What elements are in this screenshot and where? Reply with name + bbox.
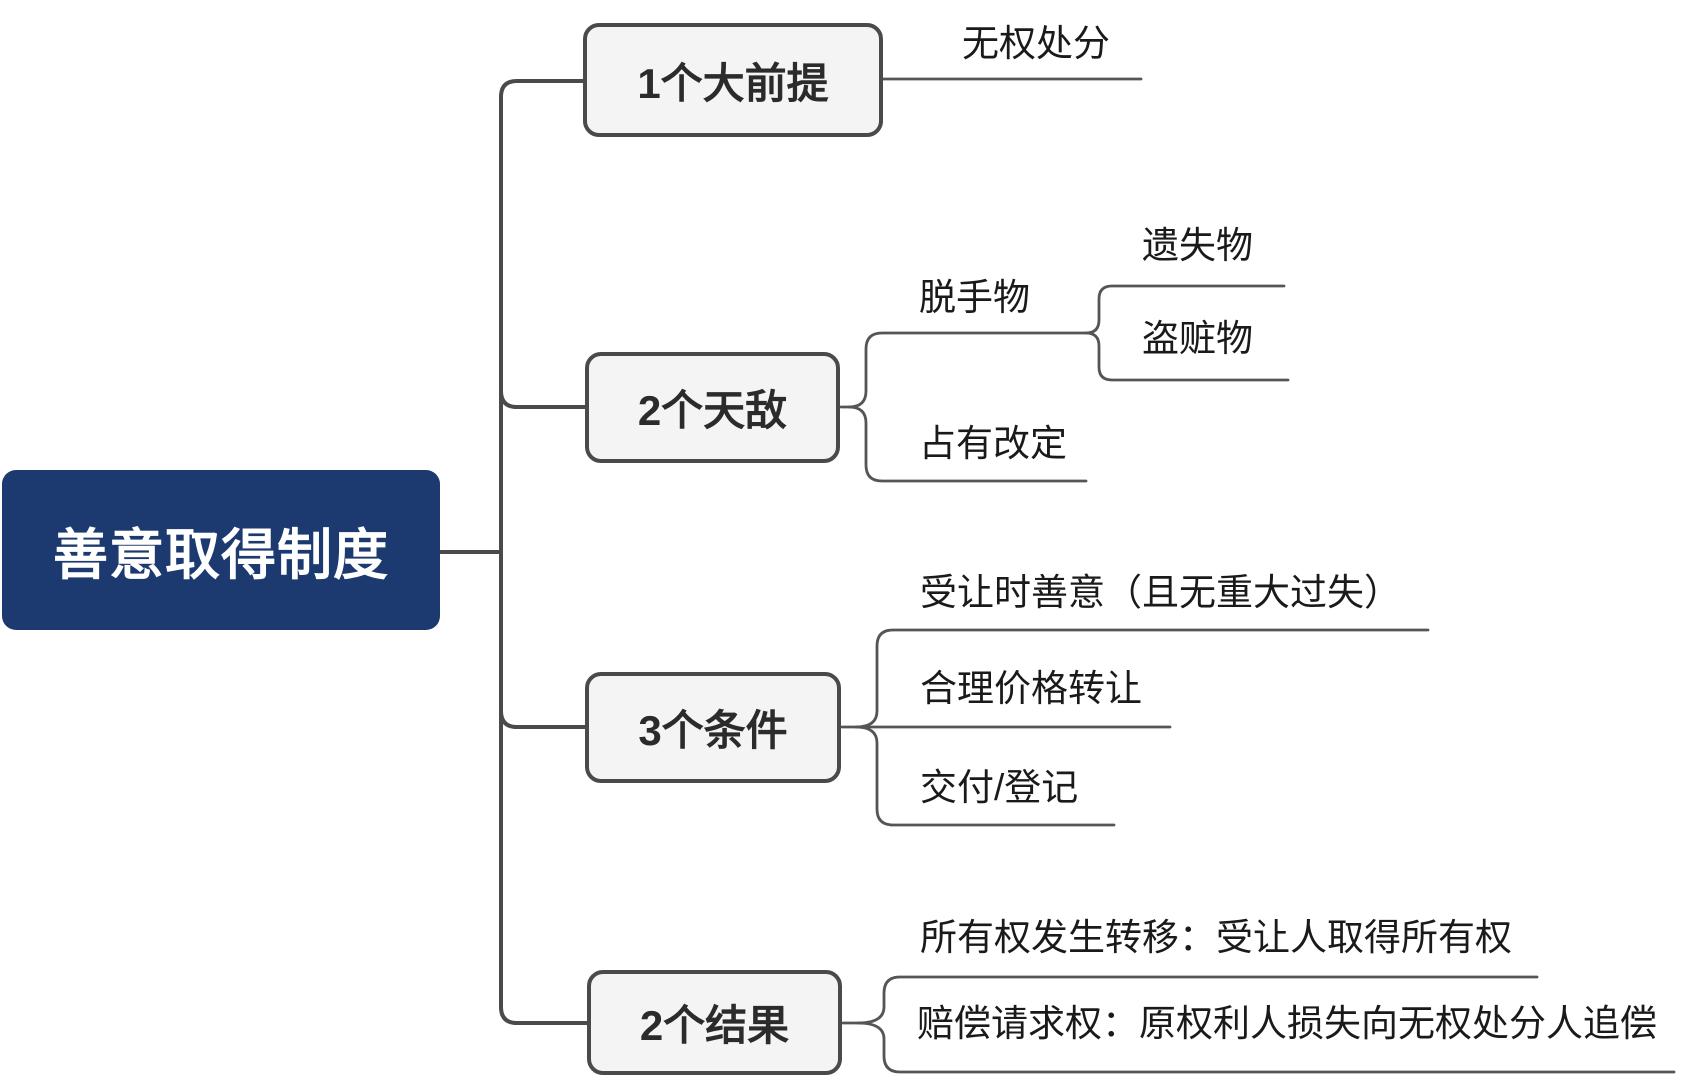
connector-daozangwu xyxy=(1084,331,1290,382)
branch-label: 2个天敌 xyxy=(637,387,788,434)
branch-node-conditions[interactable]: 3个条件 xyxy=(585,672,841,783)
connector-branch2-elbow xyxy=(499,389,587,409)
connector-tuoshouwu xyxy=(839,331,1088,409)
topic-suoyouquan-zhuanyi[interactable]: 所有权发生转移：受让人取得所有权 xyxy=(920,917,1512,958)
branch-node-results[interactable]: 2个结果 xyxy=(587,970,842,1075)
branch-label: 3个条件 xyxy=(638,707,788,754)
branch-label: 2个结果 xyxy=(639,1002,790,1049)
branch-node-premise[interactable]: 1个大前提 xyxy=(583,23,883,137)
connector-branch3-elbow xyxy=(499,709,587,729)
connector-suoyouquan xyxy=(841,975,1539,1025)
topic-zhanyougaiding[interactable]: 占有改定 xyxy=(919,423,1067,464)
topic-daozangwu[interactable]: 盗赃物 xyxy=(1142,318,1253,359)
topic-yishiwu[interactable]: 遗失物 xyxy=(1142,225,1253,266)
topic-tuoshouwu[interactable]: 脱手物 xyxy=(919,277,1030,318)
root-label: 善意取得制度 xyxy=(52,524,389,586)
topic-shourangshanyi[interactable]: 受让时善意（且无重大过失） xyxy=(920,572,1401,613)
topic-peichang-qingqiuquan[interactable]: 赔偿请求权：原权利人损失向无权处分人追偿 xyxy=(917,1003,1657,1044)
branch-node-enemies[interactable]: 2个天敌 xyxy=(585,352,840,463)
connector-jiaofudengji xyxy=(854,725,1116,827)
connector-zhanyougaiding xyxy=(847,405,1088,483)
topic-jiaofudengji[interactable]: 交付/登记 xyxy=(920,767,1079,808)
connector-shourangshanyi xyxy=(854,628,1430,729)
topic-helijiage[interactable]: 合理价格转让 xyxy=(920,668,1142,709)
connector-peichang xyxy=(856,1021,1676,1074)
branch-label: 1个大前提 xyxy=(637,59,829,107)
root-node[interactable]: 善意取得制度 xyxy=(2,470,440,630)
topic-wuquanchufen[interactable]: 无权处分 xyxy=(962,23,1110,64)
connector-yishiwu xyxy=(1084,284,1286,335)
connector-trunk xyxy=(499,79,589,1025)
